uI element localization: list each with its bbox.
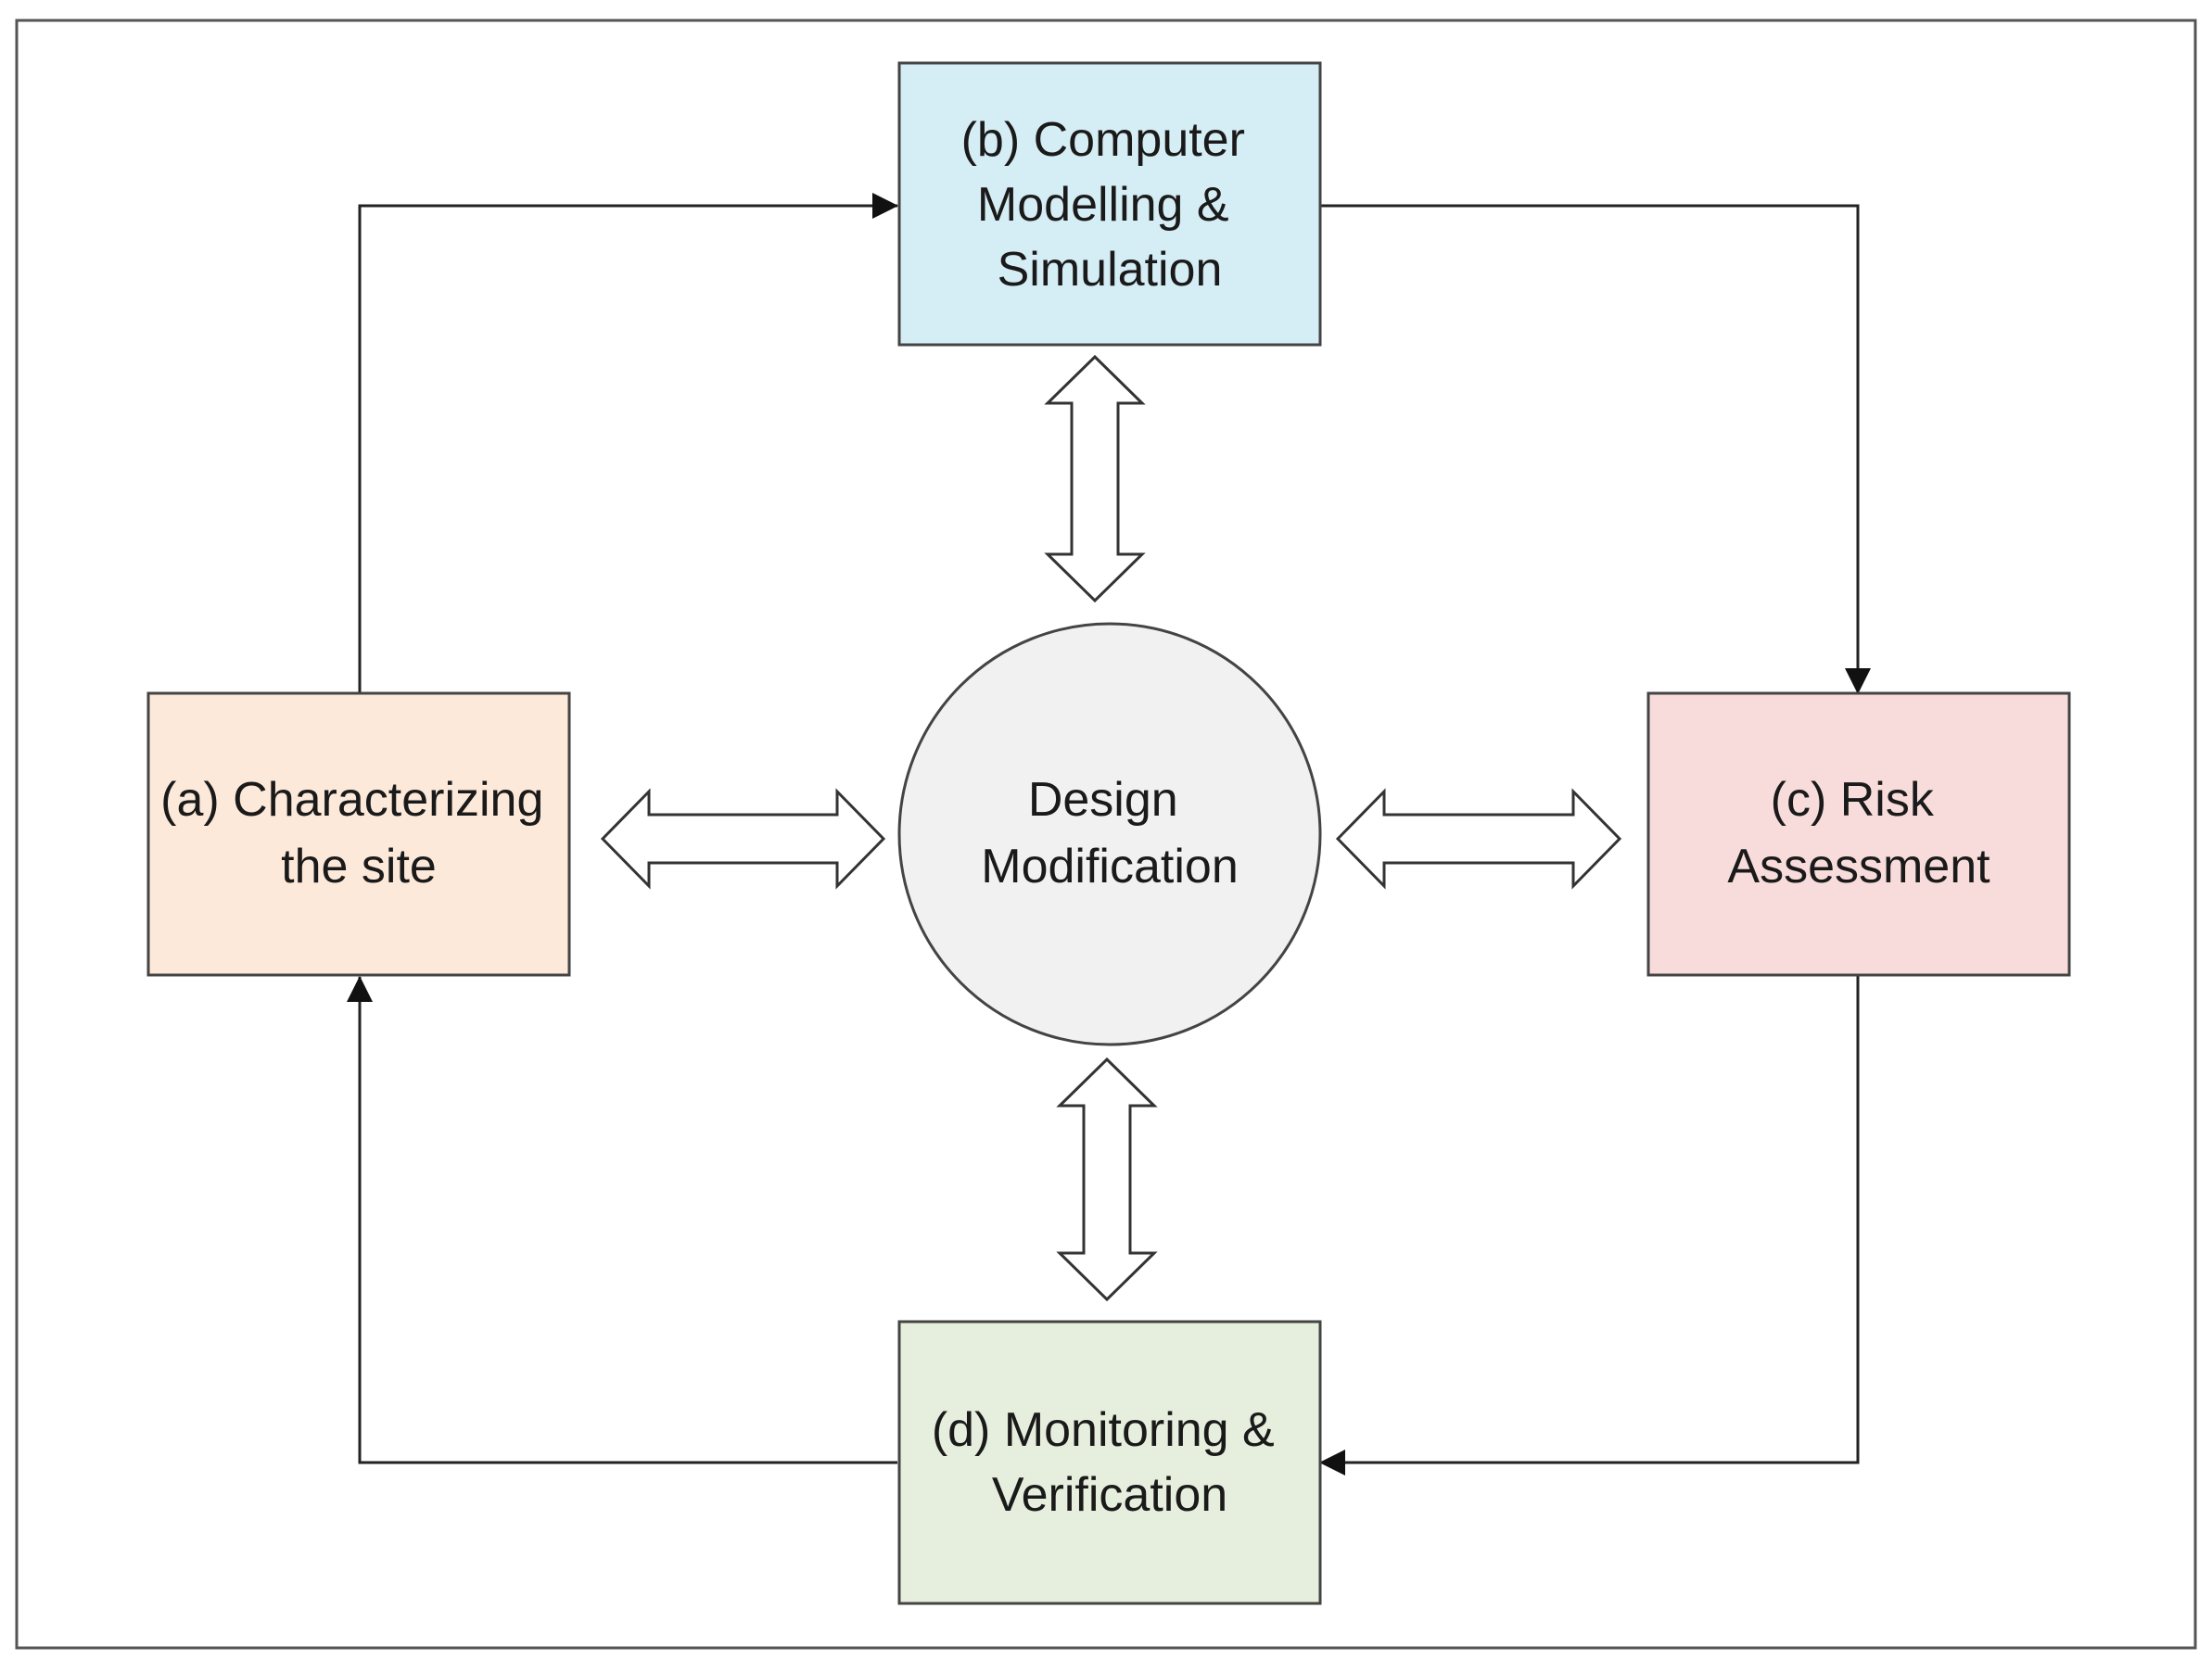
node-monitoring-line-1: (d) Monitoring & [932, 1403, 1275, 1457]
node-risk-assessment: (c) Risk Assessment [1646, 691, 2071, 977]
node-design-line-2: Modification [981, 840, 1238, 893]
node-modelling-line-2: Modelling & [977, 178, 1229, 232]
connector-d-to-a [347, 976, 897, 1464]
node-design-line-1: Design [1028, 773, 1178, 827]
node-risk-line-2: Assessment [1727, 840, 1990, 893]
double-arrow-left [600, 788, 886, 890]
node-characterizing-line-1: (a) Characterizing [160, 773, 543, 827]
double-arrow-bottom [1056, 1057, 1158, 1302]
double-arrows [600, 354, 1622, 1302]
node-risk-line-1: (c) Risk [1771, 773, 1935, 827]
diagram-frame [15, 19, 2197, 1650]
svg-text:Design Modification: Design Modification [981, 773, 1238, 893]
node-monitoring-verification: (d) Monitoring & Verification [897, 1320, 1322, 1605]
node-modelling-line-1: (b) Computer [961, 113, 1245, 167]
node-modelling-line-3: Simulation [998, 243, 1223, 297]
node-design-modification: Design Modification [897, 622, 1322, 1046]
svg-text:(d) Monitoring & Verific: (d) Monitoring & Verification [932, 1403, 1288, 1522]
node-computer-modelling: (b) Computer Modelling & Simulation [897, 61, 1322, 347]
connector-b-to-c [1318, 204, 1871, 694]
connector-a-to-b [358, 193, 898, 693]
svg-text:(a) Characterizing the s: (a) Characterizing the site [160, 773, 557, 893]
svg-text:(b) Computer Modelling &: (b) Computer Modelling & Simulation [961, 113, 1259, 297]
node-monitoring-line-2: Verification [992, 1468, 1227, 1522]
double-arrow-right [1335, 788, 1622, 890]
node-characterizing-site: (a) Characterizing the site [146, 691, 571, 977]
svg-text:(c) Risk Assessment: (c) Risk Assessment [1727, 773, 1990, 893]
cycle-connectors [347, 193, 1871, 1476]
double-arrow-top [1044, 354, 1146, 603]
node-characterizing-line-2: the site [281, 840, 437, 893]
connector-c-to-d [1319, 975, 1860, 1476]
